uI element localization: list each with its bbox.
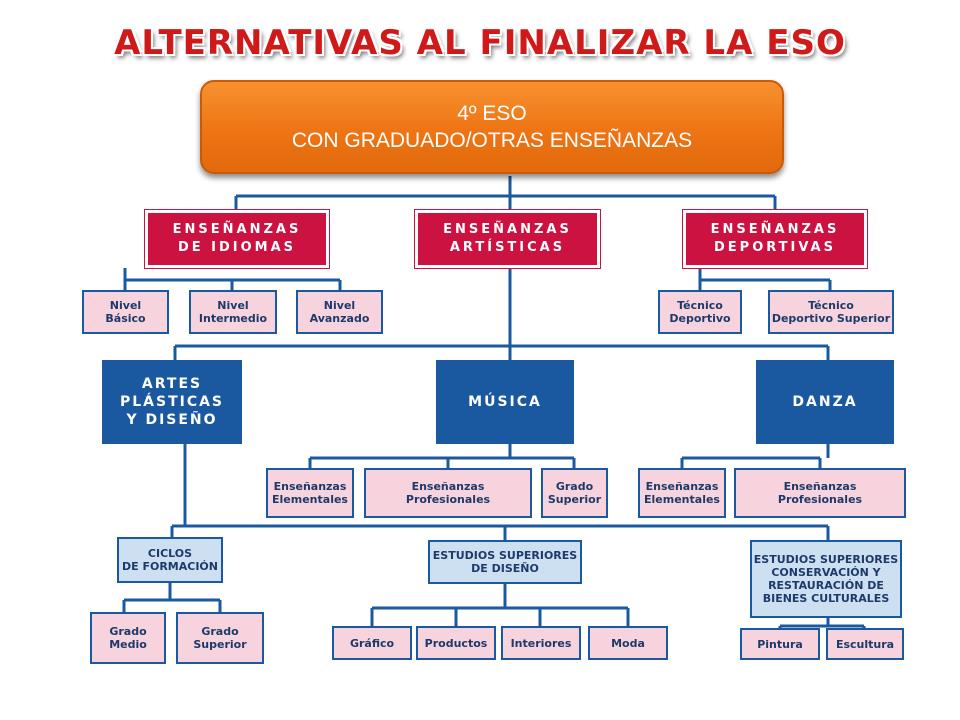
musica-grado-superior-box: Grado Superior — [541, 468, 608, 518]
eso-label: 4º ESO — [457, 102, 527, 125]
tecnico-deportivo-box: Técnico Deportivo — [658, 290, 742, 334]
ensenanzas-idiomas-box: ENSEÑANZAS DE IDIOMAS — [144, 209, 330, 269]
estudios-diseno-box: ESTUDIOS SUPERIORES DE DISEÑO — [428, 540, 582, 584]
musica-elementales-box: Enseñanzas Elementales — [266, 468, 354, 518]
musica-profesionales-box: Enseñanzas Profesionales — [364, 468, 532, 518]
danza-elementales-box: Enseñanzas Elementales — [638, 468, 726, 518]
pintura-box: Pintura — [740, 628, 820, 660]
escultura-box: Escultura — [826, 628, 904, 660]
grado-medio-box: Grado Medio — [90, 612, 166, 664]
tecnico-deportivo-superior-box: Técnico Deportivo Superior — [768, 290, 894, 334]
grado-superior-box: Grado Superior — [176, 612, 264, 664]
nivel-basico-box: Nivel Básico — [82, 290, 169, 334]
nivel-avanzado-box: Nivel Avanzado — [296, 290, 383, 334]
productos-box: Productos — [416, 626, 496, 660]
musica-box: MÚSICA — [436, 360, 574, 444]
ciclos-formacion-box: CICLOS DE FORMACIÓN — [117, 537, 223, 583]
artes-plasticas-box: ARTES PLÁSTICAS Y DISEÑO — [102, 360, 242, 444]
graduado-label: CON GRADUADO/OTRAS ENSEÑANZAS — [291, 129, 693, 152]
moda-box: Moda — [588, 626, 668, 660]
eso-graduado-box: 4º ESO CON GRADUADO/OTRAS ENSEÑANZAS — [200, 80, 784, 174]
interiores-box: Interiores — [501, 626, 581, 660]
ensenanzas-deportivas-box: ENSEÑANZAS DEPORTIVAS — [682, 209, 868, 269]
danza-profesionales-box: Enseñanzas Profesionales — [734, 468, 906, 518]
danza-box: DANZA — [756, 360, 894, 444]
estudios-conservacion-box: ESTUDIOS SUPERIORES CONSERVACIÓN Y RESTA… — [750, 540, 902, 618]
nivel-intermedio-box: Nivel Intermedio — [189, 290, 277, 334]
ensenanzas-artisticas-box: ENSEÑANZAS ARTÍSTICAS — [414, 209, 601, 269]
page-title: ALTERNATIVAS AL FINALIZAR LA ESO — [114, 23, 846, 63]
grafico-box: Gráfico — [332, 626, 412, 660]
